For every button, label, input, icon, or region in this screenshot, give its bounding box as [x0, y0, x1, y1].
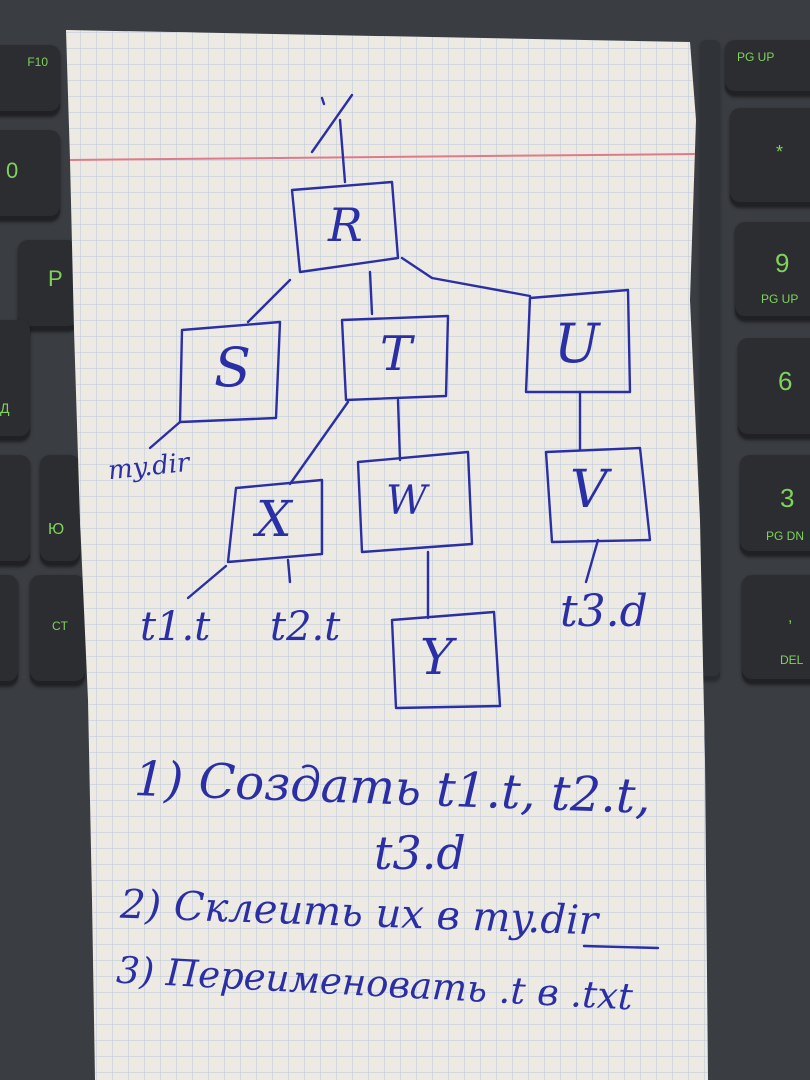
key-sublabel: DEL — [780, 653, 804, 667]
key-label: P — [48, 266, 63, 291]
key-del[interactable]: , DEL — [742, 575, 810, 683]
key-left-edge[interactable] — [0, 575, 18, 685]
key-label: CT — [52, 619, 68, 633]
node-label-w: W — [386, 478, 428, 524]
leaf-label-v: t3.d — [560, 586, 648, 637]
paper-margin-line — [66, 153, 699, 161]
key-label: Д — [0, 400, 10, 416]
node-label-t: T — [380, 326, 413, 382]
key-3[interactable]: 3 PG DN — [740, 455, 810, 555]
node-box-x — [226, 478, 324, 564]
leaf-label-x2: t2.t — [270, 604, 341, 650]
edge-x-leaf1 — [186, 564, 228, 600]
key-label: 6 — [778, 366, 793, 396]
node-label-x: X — [256, 490, 292, 548]
edge-s-leaf — [148, 420, 182, 450]
edge-x-leaf2 — [286, 558, 292, 584]
key-right-col[interactable] — [700, 40, 720, 680]
key-label: Ю — [48, 521, 65, 538]
edge-r-s — [246, 278, 292, 324]
node-label-s: S — [214, 336, 251, 399]
node-box-s — [178, 320, 282, 424]
key-asterisk[interactable]: * — [730, 108, 810, 206]
edge-t-x — [288, 400, 350, 486]
key-label: 0 — [6, 158, 19, 183]
key-left-edge2[interactable] — [0, 455, 30, 565]
node-label-u: U — [554, 312, 600, 375]
key-6[interactable]: 6 — [738, 338, 810, 438]
node-box-u — [524, 288, 632, 394]
key-yu[interactable]: Ю — [40, 455, 80, 565]
edge-r-u — [400, 256, 532, 298]
node-box-w — [356, 450, 474, 554]
node-box-v — [544, 446, 652, 544]
key-label: , — [788, 609, 793, 626]
node-box-t — [340, 314, 450, 402]
edge-t-w — [396, 398, 402, 462]
paper-grid — [66, 30, 708, 1080]
node-label-r: R — [328, 198, 363, 252]
node-label-y: Y — [420, 628, 454, 686]
key-pgup-top[interactable]: PG UP — [725, 40, 810, 95]
key-sublabel: PG DN — [766, 529, 805, 543]
key-f10[interactable]: F10 — [0, 45, 60, 115]
key-9[interactable]: 9 PG UP — [735, 222, 810, 320]
key-p[interactable]: P — [18, 240, 78, 330]
node-box-r — [290, 180, 400, 274]
leaf-label-x1: t1.t — [140, 604, 211, 650]
key-label: 3 — [780, 483, 795, 513]
key-label: 9 — [775, 248, 790, 278]
step-1-cont: t3.d — [374, 826, 466, 880]
key-label: * — [776, 142, 784, 162]
node-label-v: V — [570, 460, 608, 520]
underline-step2 — [582, 944, 660, 950]
key-label: F10 — [27, 55, 48, 69]
root-mark — [310, 93, 354, 184]
node-box-y — [390, 610, 502, 710]
key-ctrl[interactable]: CT — [30, 575, 85, 685]
edge-r-t — [368, 270, 374, 316]
edge-v-leaf — [584, 538, 600, 584]
key-sublabel: PG UP — [761, 292, 799, 306]
key-d[interactable]: Д — [0, 320, 30, 440]
key-label: PG UP — [737, 50, 775, 64]
key-0[interactable]: 0 — [0, 130, 60, 220]
